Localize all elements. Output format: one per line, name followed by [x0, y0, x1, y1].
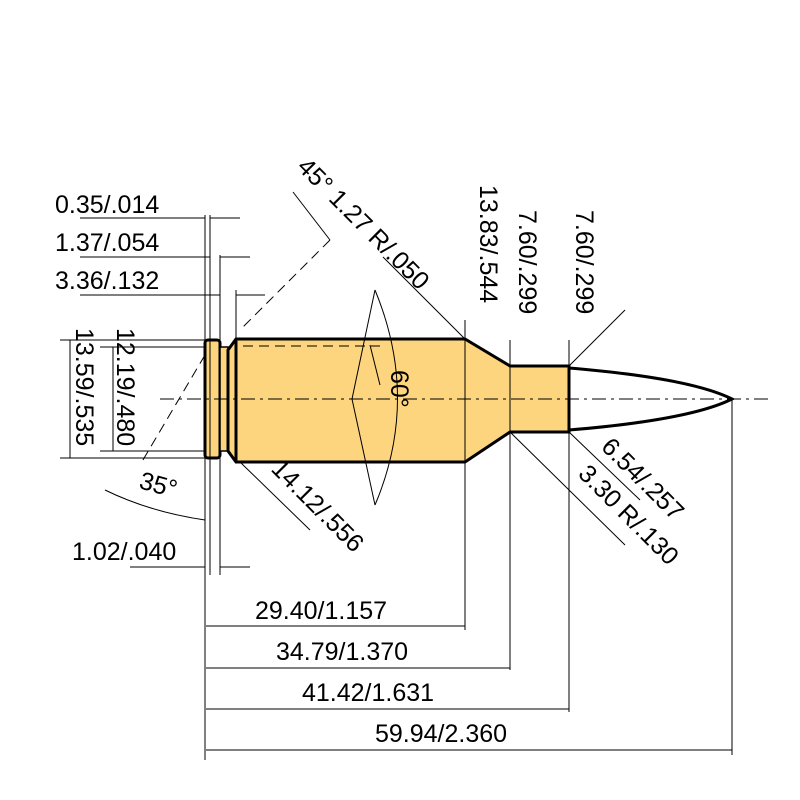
shoulder-diameter-label: 13.83/.544	[474, 185, 502, 303]
top-left-leaders	[80, 217, 265, 296]
base-diameter-label: 12.19/.480	[111, 328, 139, 446]
shoulder-angle-construction	[351, 289, 398, 506]
extension-lines	[204, 215, 733, 760]
rim-thickness-label: 0.35/.014	[55, 191, 159, 219]
neck-diameter-front-label: 7.60/.299	[570, 210, 598, 314]
bullet-diameter-leader	[568, 431, 641, 501]
groove-angle-radius-label: 45° 1.27 R/.050	[292, 152, 435, 295]
bullet-top-leader	[568, 309, 626, 367]
length-dim-lines	[206, 625, 732, 751]
bevel-angle-arc	[104, 489, 206, 521]
rim-bevel-width-label: 1.02/.040	[72, 538, 176, 566]
left-diameter-dims	[60, 339, 206, 466]
length-to-shoulder-label: 29.40/1.157	[255, 597, 387, 625]
length-to-neck-label: 34.79/1.370	[276, 638, 408, 666]
extractor-groove-body-label: 3.36/.132	[55, 267, 159, 295]
shoulder-radius-leader	[382, 256, 466, 340]
case-length-label: 41.42/1.631	[302, 679, 434, 707]
body-diameter-leader	[239, 461, 311, 531]
neck-radius-leader	[509, 431, 626, 546]
overall-length-label: 59.94/2.360	[375, 720, 507, 748]
extractor-groove-front-label: 1.37/.054	[55, 229, 159, 257]
rim-diameter-label: 13.59/.535	[70, 328, 98, 446]
groove-angle-leader	[292, 191, 331, 241]
rim-bevel-angle-label: 35°	[136, 467, 180, 504]
neck-diameter-rear-label: 7.60/.299	[513, 210, 541, 314]
body-diameter-label: 14.12/.556	[266, 454, 369, 557]
shoulder-angle-label: 60°	[385, 370, 413, 408]
